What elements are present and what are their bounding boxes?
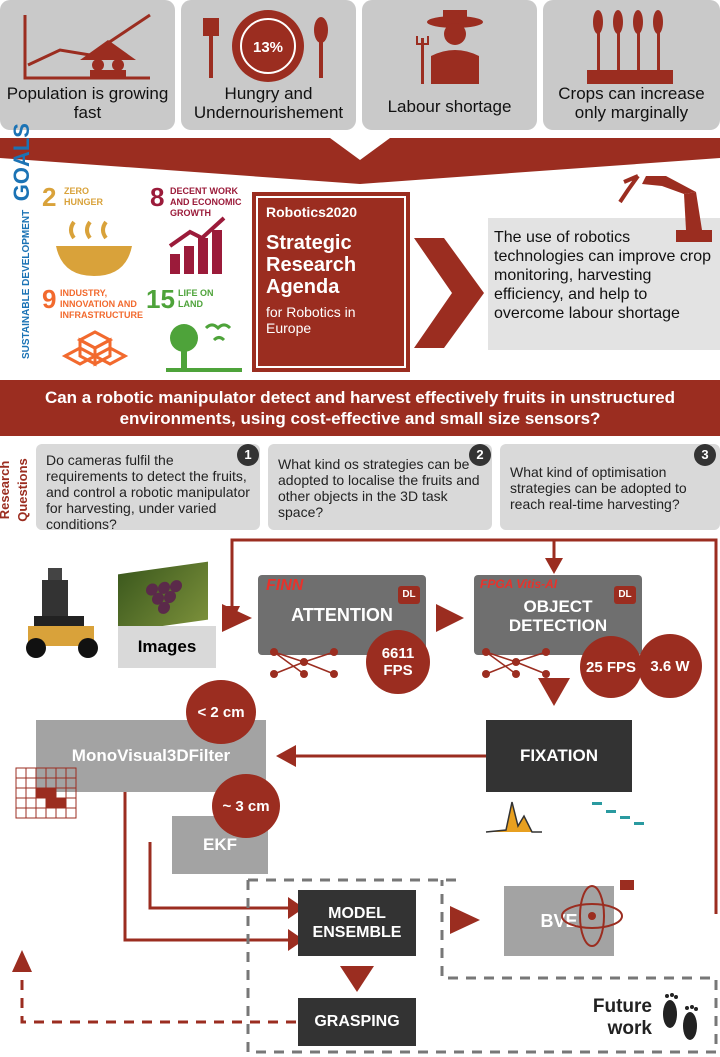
images-label: Images bbox=[137, 637, 197, 656]
grape-image bbox=[118, 561, 208, 633]
challenge-label: Crops can increase only marginally bbox=[558, 84, 705, 122]
cubes-icon bbox=[61, 330, 129, 367]
bve-label: BVE bbox=[540, 911, 578, 931]
challenge-label: Hungry and Undernourishement bbox=[193, 84, 344, 122]
farmer-icon bbox=[416, 10, 483, 84]
robot-arm-icon bbox=[618, 174, 712, 242]
sdg-8-number: 8 bbox=[150, 182, 165, 212]
sdg-2-number: 2 bbox=[42, 182, 57, 212]
detection-power: 3.6 W bbox=[638, 634, 702, 698]
tree-icon bbox=[166, 323, 242, 372]
ekf-error-badge: ~ 3 cm bbox=[212, 774, 280, 838]
grasping-label: GRASPING bbox=[314, 1013, 400, 1030]
robot-platform-image bbox=[26, 568, 98, 658]
challenge-hunger: 13% Hungry and Undernourishement bbox=[181, 0, 356, 130]
question-text: What kind of optimisation strategies can… bbox=[510, 464, 687, 512]
challenge-population: Population is growing fast bbox=[0, 0, 175, 130]
ensemble-box: MODEL ENSEMBLE bbox=[298, 890, 416, 956]
research-question-3: What kind of optimisation strategies can… bbox=[500, 444, 720, 530]
ekf-label: EKF bbox=[203, 835, 237, 854]
mono-filter-label: MonoVisual3DFilter bbox=[71, 746, 231, 765]
attention-box: FINN ATTENTION bbox=[258, 575, 426, 655]
dl-badge-text: DL bbox=[618, 589, 632, 600]
challenge-crops: Crops can increase only marginally bbox=[543, 0, 720, 130]
grape-cluster-icon bbox=[146, 580, 182, 614]
neural-net-icon bbox=[482, 648, 550, 678]
sdg-9-text: INDUSTRY, INNOVATION AND INFRASTRUCTURE bbox=[60, 288, 143, 320]
research-question-1: Do cameras fulfil the requirements to de… bbox=[36, 444, 260, 532]
growth-chart-icon bbox=[168, 216, 226, 274]
question-number-2: 2 bbox=[469, 444, 491, 466]
finn-logo: FINN bbox=[266, 577, 304, 594]
question-text: Do cameras fulfil the requirements to de… bbox=[46, 452, 250, 532]
attention-dl-badge: DL bbox=[398, 586, 420, 604]
sdg-2-text: ZERO HUNGER bbox=[64, 186, 104, 207]
fixation-box: FIXATION bbox=[486, 720, 632, 792]
hunger-badge: 13% bbox=[252, 39, 284, 56]
agenda-title: Strategic Research Agenda bbox=[266, 232, 357, 298]
ensemble-label: MODEL ENSEMBLE bbox=[312, 905, 402, 941]
grasping-box: GRASPING bbox=[298, 998, 416, 1046]
plate-icon bbox=[203, 10, 328, 82]
wheat-icon bbox=[587, 10, 673, 84]
chevron-band bbox=[0, 138, 720, 184]
big-chevron-arrow bbox=[414, 238, 484, 348]
benefit-text: The use of robotics technologies can imp… bbox=[494, 229, 712, 322]
sdg-15-text: LIFE ON LAND bbox=[178, 288, 214, 309]
detection-dl-badge: DL bbox=[614, 586, 636, 604]
challenge-labour: Labour shortage bbox=[362, 0, 537, 130]
agenda-brand: Robotics2020 bbox=[266, 204, 358, 220]
agenda-subtitle: for Robotics in Europe bbox=[266, 304, 356, 336]
footprints-icon bbox=[663, 993, 698, 1040]
research-question-2: What kind os strategies can be adopted t… bbox=[268, 444, 492, 530]
bowl-icon bbox=[56, 220, 132, 276]
agenda-box: Robotics2020 Strategic Research Agenda f… bbox=[252, 192, 410, 372]
fixation-label: FIXATION bbox=[519, 746, 599, 765]
detection-fps: 25 FPS bbox=[580, 636, 642, 698]
sdg-8-text: DECENT WORK AND ECONOMIC GROWTH bbox=[170, 186, 242, 218]
future-work-label: Future work bbox=[592, 996, 652, 1039]
voxel-grid-icon bbox=[15, 767, 77, 819]
dl-badge-text: DL bbox=[402, 589, 416, 600]
question-text: What kind os strategies can be adopted t… bbox=[278, 456, 480, 520]
bve-sphere-icon bbox=[561, 880, 634, 947]
images-box: Images bbox=[118, 626, 216, 668]
challenge-label: Population is growing fast bbox=[6, 84, 169, 122]
question-number-1: 1 bbox=[237, 444, 259, 466]
sdg-9-number: 9 bbox=[42, 284, 57, 314]
attention-label: ATTENTION bbox=[291, 605, 393, 625]
vitis-logo: FPGA Vitis-AI bbox=[480, 577, 558, 591]
question-number-3: 3 bbox=[694, 444, 716, 466]
main-question: Can a robotic manipulator detect and har… bbox=[44, 388, 676, 428]
fixation-plot-icon bbox=[485, 801, 644, 833]
mono-error-badge: < 2 cm bbox=[186, 680, 256, 744]
sdg-15-number: 15 bbox=[146, 284, 175, 314]
neural-net-icon bbox=[270, 648, 338, 678]
population-chart-icon bbox=[23, 13, 151, 80]
detection-label: OBJECT DETECTION bbox=[508, 597, 608, 635]
attention-fps: 6611 FPS bbox=[366, 630, 430, 694]
challenge-label: Labour shortage bbox=[387, 97, 512, 116]
main-question-band: Can a robotic manipulator detect and har… bbox=[0, 380, 720, 436]
